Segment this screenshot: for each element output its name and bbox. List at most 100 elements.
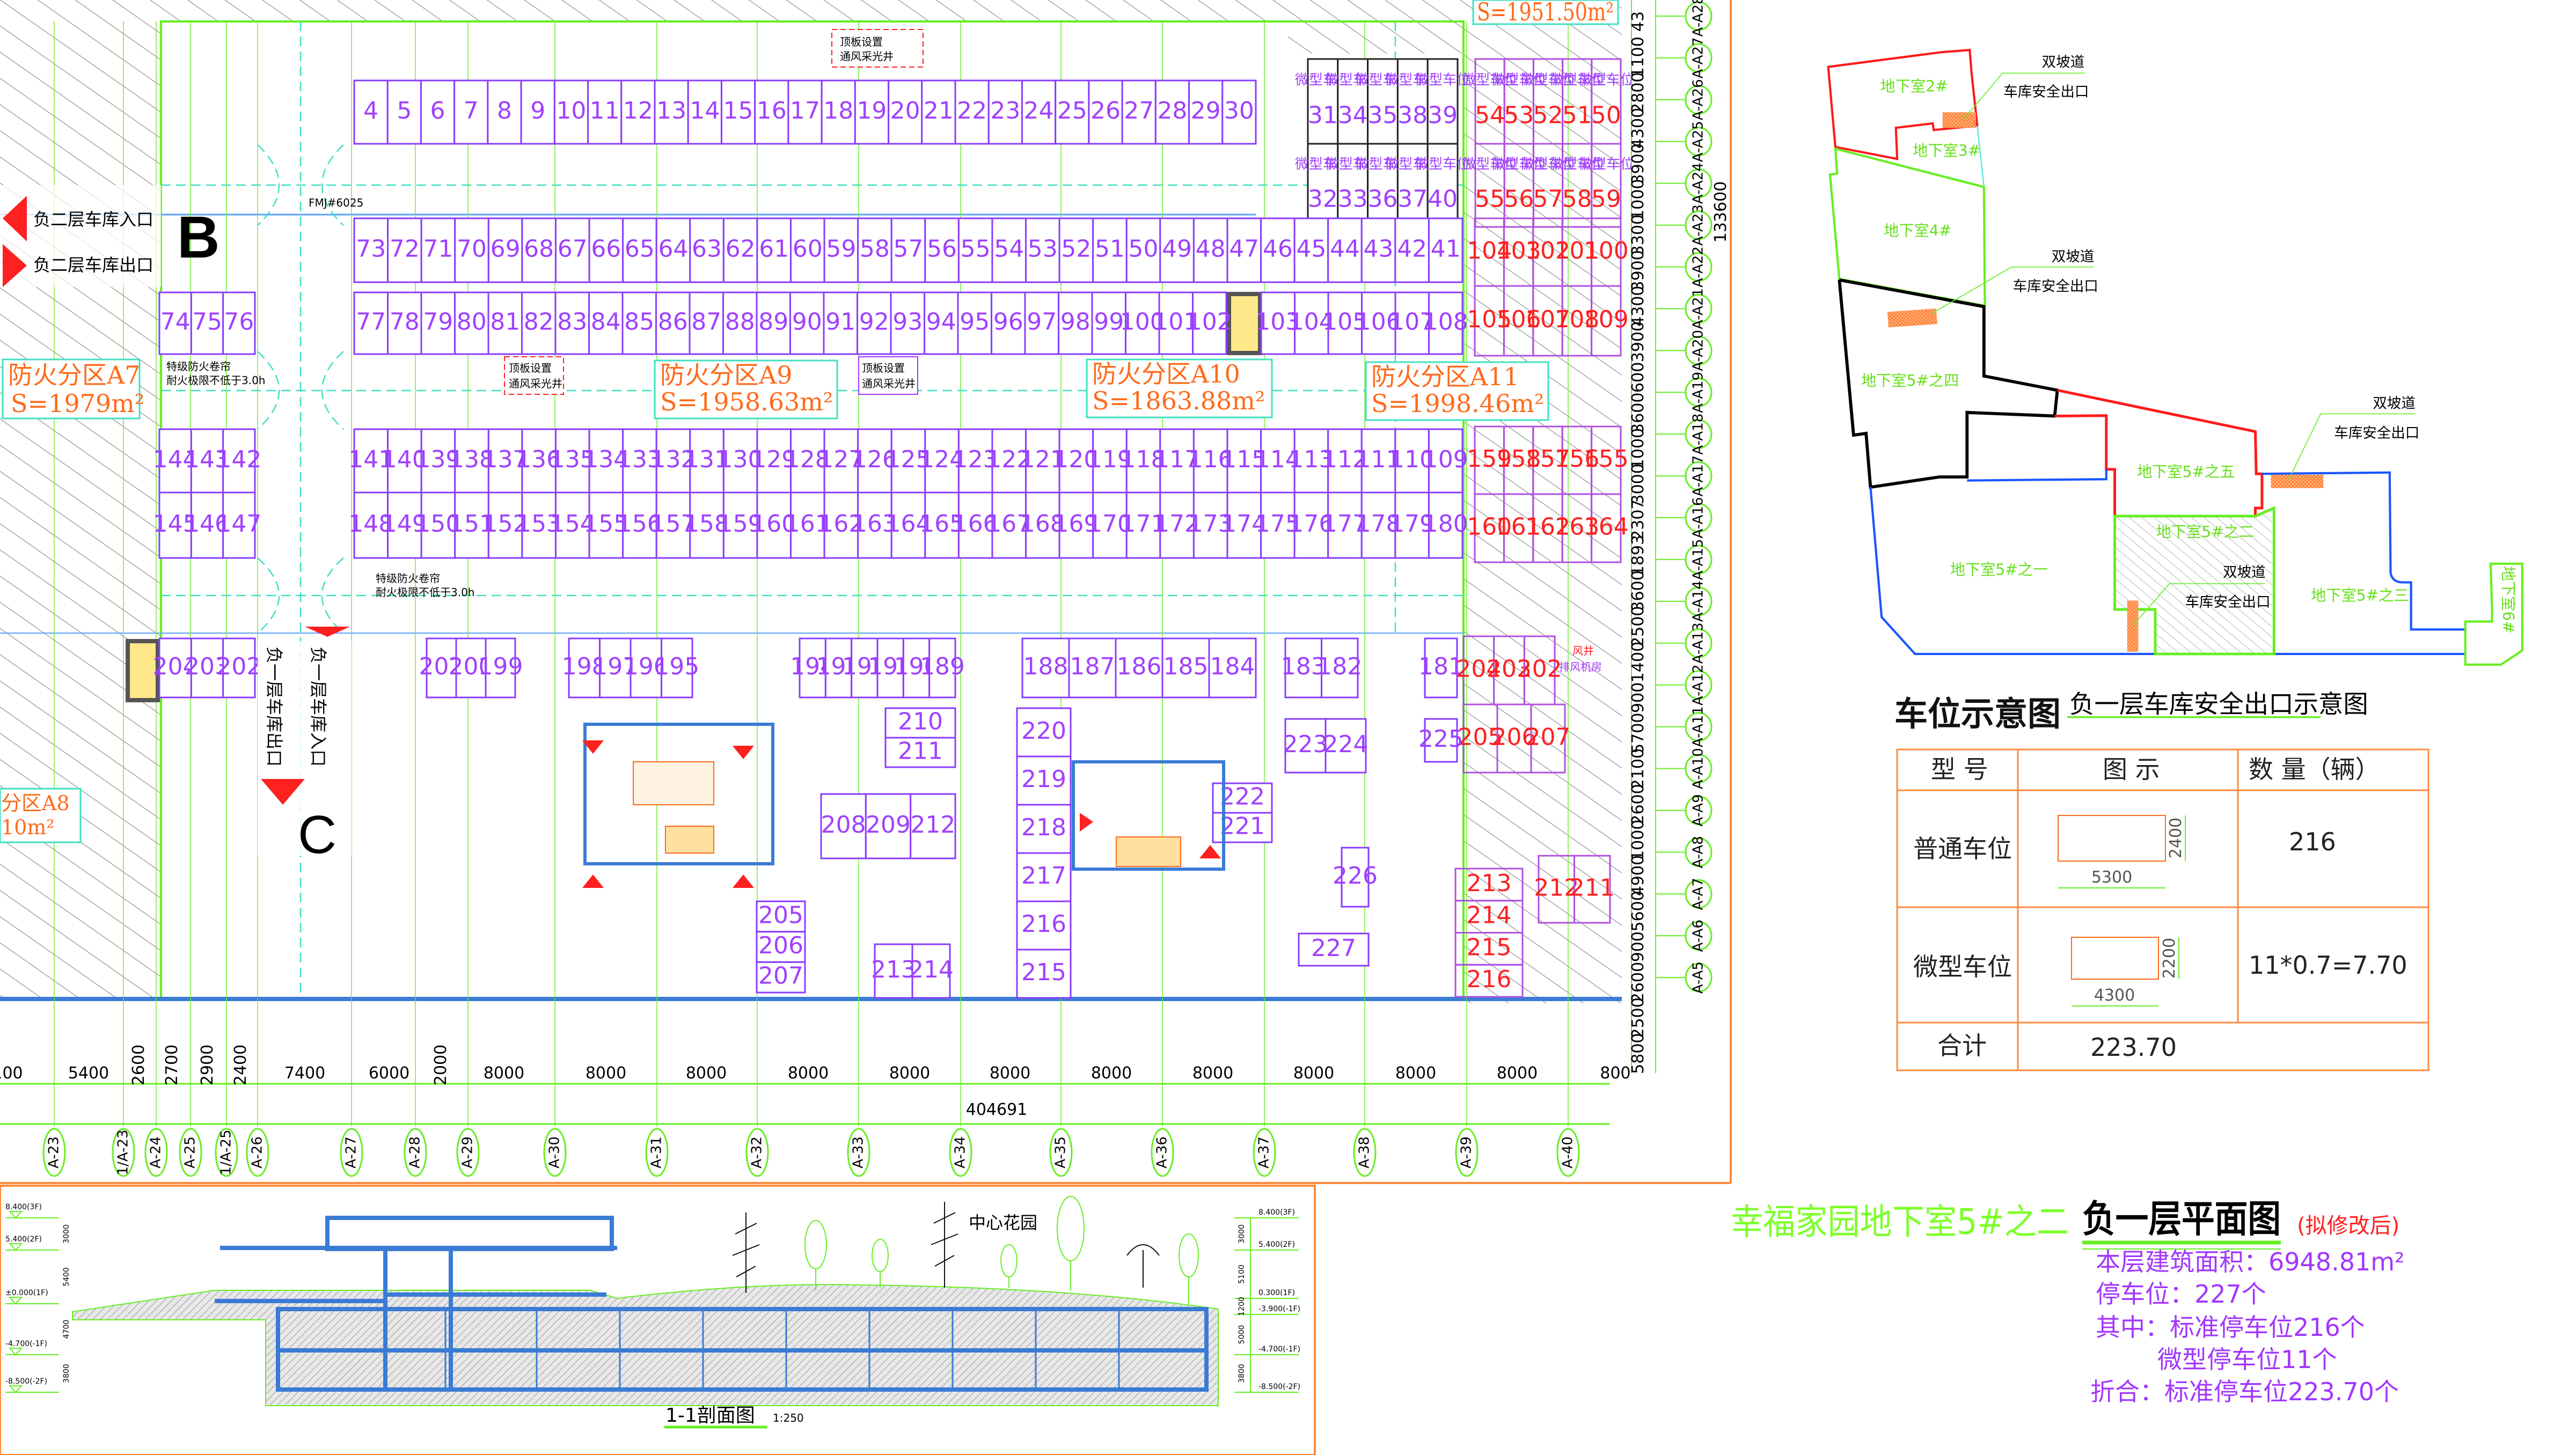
stall-number: 157 (650, 510, 696, 538)
axis-label: A-37 (1256, 1136, 1272, 1169)
standard-stalls: 其中：标准停车位216个 (2096, 1313, 2365, 1342)
parking-stall: 226 (1333, 847, 1378, 908)
stall-outline (1293, 217, 1329, 283)
parking-stall: 147 (216, 491, 261, 559)
axis-bubble: A-40 (1556, 1128, 1580, 1177)
stall-outline (1025, 491, 1060, 559)
parking-stall: 42 (1394, 217, 1430, 283)
level-marker: 5.400(2F) (5, 1235, 59, 1251)
dimension-label: 43 (1629, 11, 1648, 32)
parking-stall: 93 (890, 291, 925, 355)
shutter-limit-text: 耐火极限不低于3.0h (166, 374, 265, 387)
micro-stall-label: 微型车位 (1549, 157, 1605, 173)
stall-number: 107 (1389, 308, 1435, 336)
parking-stall: 96 (991, 291, 1026, 355)
title-block: 幸福家园地下室5#之二 负一层平面图 (拟修改后) 本层建筑面积：6948.81… (1731, 1197, 2404, 1406)
parking-stall: 227 (1298, 932, 1370, 967)
zone-label: 地下室5#之二 (2156, 523, 2254, 541)
parking-stall: 109 (1584, 285, 1629, 357)
parking-stall: 179 (1389, 491, 1435, 559)
skylight-note: 顶板设置 通风采光井 顶板设置 通风采光井 顶板设置 通风采光井 (504, 29, 924, 395)
level-dimension: 5100 (1238, 1265, 1246, 1284)
stall-number: 61 (759, 236, 789, 263)
stall-number: 53 (1028, 236, 1058, 263)
parking-stall: 183 (1281, 637, 1326, 699)
zone-2-outline (1827, 48, 1979, 160)
stall-outline (1426, 143, 1459, 228)
parking-stall: 115 (1221, 428, 1267, 494)
axis-bubble: A-A16 (1656, 497, 1713, 538)
axis-bubble: A-26 (246, 1128, 269, 1177)
stall-number: 179 (1389, 510, 1435, 538)
stall-outline (1424, 637, 1458, 699)
stall-number: 224 (1323, 731, 1368, 758)
stall-number: 56 (927, 236, 957, 263)
axis-bubble: A-A15 (1656, 539, 1713, 580)
stall-number: 77 (356, 308, 386, 336)
parking-stall: 49 (1159, 217, 1195, 283)
right-axis: 4311002800430039001000330039004300390060… (1629, 0, 1730, 1074)
stall-number: 98 (1060, 308, 1091, 336)
parking-stall: 25 (1055, 79, 1090, 145)
stall-outline (991, 291, 1026, 355)
stall-number: 175 (1255, 510, 1300, 538)
stall-number: 89 (758, 308, 788, 336)
stall-outline (857, 291, 892, 355)
total-dimension: 404691 (966, 1100, 1028, 1119)
stall-outline (553, 79, 589, 145)
stall-outline (222, 637, 256, 699)
stall-outline (454, 428, 489, 494)
axis-label: A-A23 (1690, 204, 1707, 246)
stall-number: 39 (1428, 101, 1458, 129)
stall-number: 163 (852, 510, 897, 538)
stall-outline (1367, 143, 1399, 228)
stall-number: 85 (624, 308, 654, 336)
stall-number: 181 (1418, 653, 1463, 680)
parking-stall: 95 (957, 291, 992, 355)
axis-grid-lines (54, 21, 1569, 1127)
stall-outline (910, 793, 956, 859)
stall-outline (720, 79, 756, 145)
parking-stall: 7 (453, 79, 489, 145)
level-label: -8.500(-2F) (1258, 1383, 1300, 1391)
stall-number: 54 (994, 236, 1024, 263)
stall-group: 225 (1418, 718, 1463, 763)
parking-stall: 57 (890, 217, 926, 283)
stall-outline (655, 291, 691, 355)
parking-stall: 111 (1356, 428, 1401, 494)
stall-outline (387, 428, 422, 494)
stall-outline (957, 217, 993, 283)
stall-number: 40 (1428, 185, 1458, 212)
stall-outline (1125, 217, 1161, 283)
zone-label: 地下室5#之一 (1950, 561, 2048, 578)
stall-number: 133 (617, 446, 662, 473)
stall-legend-title: 车位示意图 (1894, 694, 2061, 733)
parking-stall: 70 (454, 217, 489, 283)
ramp-label: 双坡道 (2373, 395, 2416, 412)
parking-stall: 55 (957, 217, 993, 283)
dimension-label: 8000 (1091, 1064, 1132, 1083)
stall-number: 206 (1492, 724, 1537, 751)
stall-outline (1530, 703, 1566, 774)
stall-legend: 车位示意图 型 号 图 示 数 量（辆） 普通车位 5300 2400 216 … (1894, 694, 2429, 1071)
parking-stall: 137 (483, 428, 528, 494)
zone-label: 地下室5#之五 (2137, 463, 2235, 481)
entry-arrow-icon (305, 627, 350, 637)
parking-stall: 45 (1293, 217, 1329, 283)
fire-zone-area: S=1863.88m² (1092, 386, 1265, 415)
b2-exit-label: 负二层车库出口 (33, 255, 153, 275)
parking-stall: 103 (1255, 291, 1300, 355)
exit-hatch-icon (2127, 600, 2139, 652)
stall-number: 142 (216, 446, 261, 473)
stall-width: 2200 (2160, 938, 2179, 979)
stall-number: 122 (986, 446, 1031, 473)
stall-number: 70 (457, 236, 487, 263)
parking-stall: 98 (1058, 291, 1093, 355)
level-label: 8.400(3F) (1258, 1208, 1295, 1217)
dimension-label: 2307 (1629, 499, 1648, 540)
tree-icons (804, 1196, 1199, 1304)
parking-stall: 87 (689, 291, 724, 355)
